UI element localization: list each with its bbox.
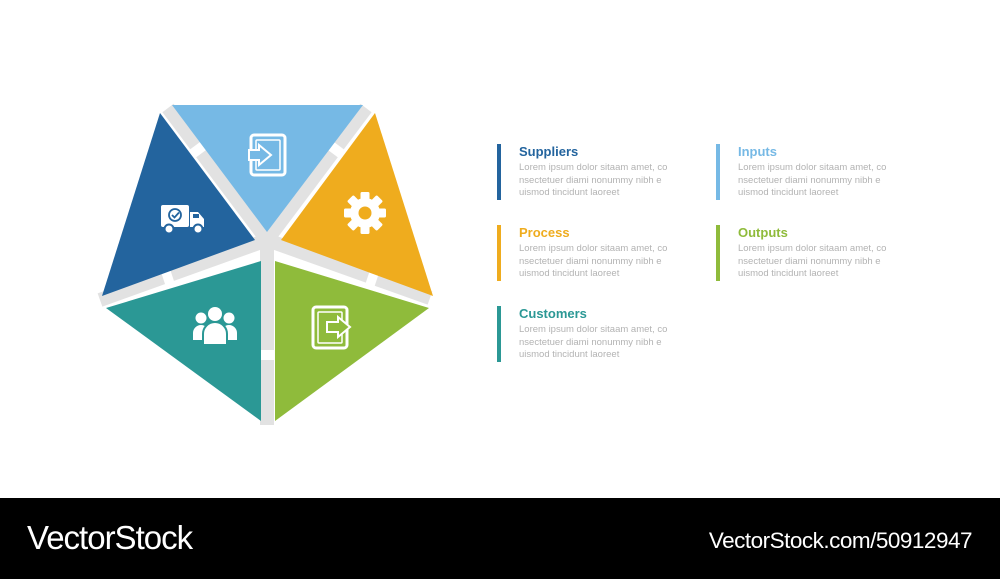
desc-line: Lorem ipsum dolor sitaam amet, co xyxy=(738,243,887,254)
legend-customers: Customers Lorem ipsum dolor sitaam amet,… xyxy=(497,306,687,362)
segment-inputs[interactable] xyxy=(172,105,363,232)
spokes xyxy=(97,103,433,425)
legend-desc-customers: Lorem ipsum dolor sitaam amet, co nsecte… xyxy=(519,324,689,362)
desc-line: uismod tincidunt laoreet xyxy=(519,349,620,360)
gear-icon xyxy=(344,192,386,234)
legend-title-process: Process xyxy=(519,225,570,240)
legend-inputs: Inputs Lorem ipsum dolor sitaam amet, co… xyxy=(716,144,906,200)
legend-desc-inputs: Lorem ipsum dolor sitaam amet, co nsecte… xyxy=(738,162,908,200)
legend-bar-inputs xyxy=(716,144,720,200)
desc-line: nsectetuer diami nonummy nibh e xyxy=(519,255,662,267)
desc-line: uismod tincidunt laoreet xyxy=(519,268,620,279)
segment-outputs[interactable] xyxy=(275,261,429,421)
sign-out-arrow-icon xyxy=(311,305,352,350)
legend-desc-outputs: Lorem ipsum dolor sitaam amet, co nsecte… xyxy=(738,243,908,281)
desc-line: nsectetuer diami nonummy nibh e xyxy=(738,255,881,267)
delivery-truck-check-icon xyxy=(161,205,204,235)
legend-title-inputs: Inputs xyxy=(738,144,777,159)
footer-brand-logo: VectorStock xyxy=(27,519,193,556)
legend-title-customers: Customers xyxy=(519,306,587,321)
desc-line: uismod tincidunt laoreet xyxy=(519,187,620,198)
legend-bar-customers xyxy=(497,306,501,362)
desc-line: nsectetuer diami nonummy nibh e xyxy=(519,174,662,186)
legend-suppliers: Suppliers Lorem ipsum dolor sitaam amet,… xyxy=(497,144,687,200)
segment-customers[interactable] xyxy=(106,261,261,421)
sipoc-pentagon-diagram xyxy=(97,103,433,425)
desc-line: uismod tincidunt laoreet xyxy=(738,268,839,279)
desc-line: Lorem ipsum dolor sitaam amet, co xyxy=(519,324,668,335)
legend-desc-suppliers: Lorem ipsum dolor sitaam amet, co nsecte… xyxy=(519,162,689,200)
desc-line: uismod tincidunt laoreet xyxy=(738,187,839,198)
legend-process: Process Lorem ipsum dolor sitaam amet, c… xyxy=(497,225,687,281)
desc-line: Lorem ipsum dolor sitaam amet, co xyxy=(519,162,668,173)
sign-in-arrow-icon xyxy=(248,133,287,177)
desc-line: nsectetuer diami nonummy nibh e xyxy=(738,174,881,186)
desc-line: nsectetuer diami nonummy nibh e xyxy=(519,336,662,348)
legend-title-outputs: Outputs xyxy=(738,225,788,240)
spoke-gaps xyxy=(160,140,380,360)
legend-desc-process: Lorem ipsum dolor sitaam amet, co nsecte… xyxy=(519,243,689,281)
legend-bar-suppliers xyxy=(497,144,501,200)
watermark-footer: VectorStock VectorStock.com/50912947 xyxy=(0,498,1000,579)
desc-line: Lorem ipsum dolor sitaam amet, co xyxy=(738,162,887,173)
footer-image-url: VectorStock.com/50912947 xyxy=(708,528,973,553)
desc-line: Lorem ipsum dolor sitaam amet, co xyxy=(519,243,668,254)
legend-bar-outputs xyxy=(716,225,720,281)
segment-suppliers[interactable] xyxy=(102,113,255,296)
legend-bar-process xyxy=(497,225,501,281)
people-group-icon xyxy=(193,307,237,346)
legend-outputs: Outputs Lorem ipsum dolor sitaam amet, c… xyxy=(716,225,906,281)
legend-title-suppliers: Suppliers xyxy=(519,144,579,159)
